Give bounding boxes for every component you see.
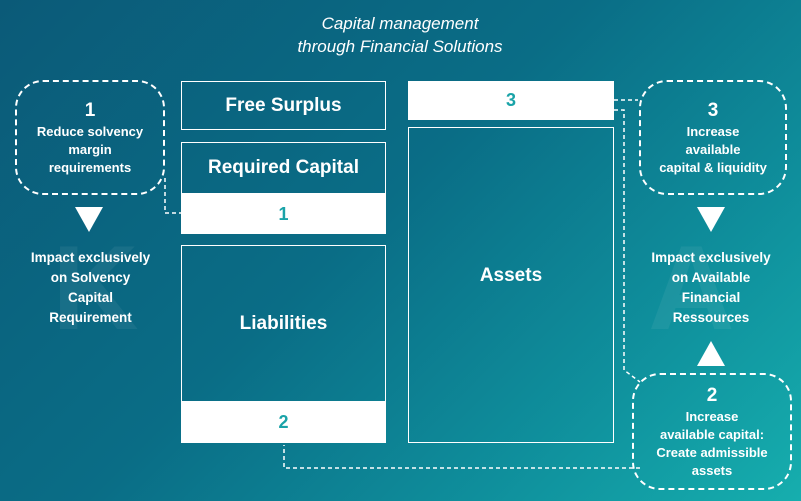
liabilities-strip-2: 2 <box>181 402 386 443</box>
impact-available-resources: Impact exclusively on Available Financia… <box>628 248 794 328</box>
bubble-number: 1 <box>84 99 96 121</box>
watermark-left: K <box>52 221 139 355</box>
arrow-down-left-icon <box>75 207 103 232</box>
impact-line: Ressources <box>672 310 750 325</box>
impact-line: Capital <box>67 290 113 305</box>
bubble-line: Increase <box>685 408 739 424</box>
bubble-line: requirements <box>48 159 132 175</box>
connector-2 <box>283 445 640 469</box>
bubble-line: Reduce solvency <box>36 123 144 139</box>
liabilities-box: Liabilities <box>181 245 386 402</box>
bubble-reduce-solvency: 1 Reduce solvency margin requirements <box>15 80 165 195</box>
title-line-1: Capital management <box>321 14 479 33</box>
bubble-line: available <box>685 141 741 157</box>
required-capital-strip-1: 1 <box>181 194 386 234</box>
arrow-down-right-icon <box>697 207 725 232</box>
connector-4 <box>614 109 641 383</box>
required-capital-box: Required Capital <box>181 142 386 194</box>
arrow-up-right-icon <box>697 341 725 366</box>
impact-solvency: Impact exclusively on Solvency Capital R… <box>8 248 173 328</box>
bubble-line: Create admissible <box>656 444 768 460</box>
bubble-line: available capital: <box>659 426 765 442</box>
bubble-line: assets <box>691 462 733 478</box>
impact-line: Impact exclusively <box>30 250 151 265</box>
bubble-line: Increase <box>686 123 740 139</box>
bubble-line: margin <box>68 141 112 157</box>
watermark-right: A <box>648 221 735 355</box>
bubble-number: 2 <box>706 384 718 406</box>
diagram-title: Capital management through Financial Sol… <box>200 12 600 58</box>
assets-strip-3: 3 <box>408 81 614 120</box>
connector-1 <box>164 178 181 214</box>
bubble-admissible-assets: 2 Increase available capital: Create adm… <box>632 373 792 490</box>
impact-line: Impact exclusively <box>651 250 771 265</box>
impact-line: Financial <box>681 290 741 305</box>
impact-line: on Available <box>671 270 751 285</box>
bubble-line: capital & liquidity <box>659 159 767 175</box>
bubble-increase-liquidity: 3 Increase available capital & liquidity <box>639 80 787 195</box>
impact-line: on Solvency <box>50 270 131 285</box>
bubble-number: 3 <box>707 99 719 121</box>
impact-line: Requirement <box>49 310 132 325</box>
title-line-2: through Financial Solutions <box>297 37 503 56</box>
free-surplus-box: Free Surplus <box>181 81 386 130</box>
assets-box: Assets <box>408 127 614 443</box>
